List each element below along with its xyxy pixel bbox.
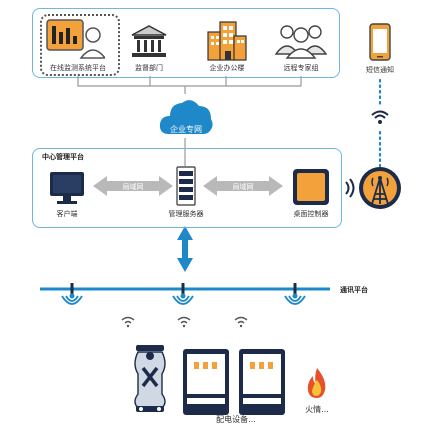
lan-arrow-left: [93, 176, 173, 196]
top-item-label-2: 企业办公楼: [209, 64, 245, 72]
lan-label-left: 局域网: [122, 183, 144, 191]
cloud-label: 企业专网: [170, 125, 202, 134]
center-title: 中心管理平台: [42, 153, 84, 161]
server-label: 管理服务器: [168, 210, 204, 218]
expert-group-icon[interactable]: [275, 22, 327, 60]
fire-icon: [307, 368, 326, 398]
government-building-icon[interactable]: [130, 24, 168, 60]
server-icon[interactable]: [176, 166, 196, 206]
sms-label: 短信通知: [366, 66, 394, 74]
desktop-controller-icon[interactable]: [292, 168, 330, 206]
client-monitor-icon[interactable]: [48, 170, 86, 206]
fire-label: 火情...: [305, 405, 329, 414]
lan-arrow-right: [203, 176, 283, 196]
wifi-icon-small-1: [121, 316, 135, 328]
selected-item-frame: [40, 14, 120, 76]
wifi-icon-small-3: [234, 316, 248, 328]
wifi-icon: [371, 110, 389, 124]
antenna-icon-2: [172, 293, 194, 305]
sensor-device-icon[interactable]: [132, 344, 168, 416]
office-building-icon[interactable]: [206, 20, 248, 62]
lan-label-right: 局域网: [232, 183, 254, 191]
top-item-label-0: 在线监测系统平台: [50, 64, 106, 72]
monitor-platform-icon[interactable]: [45, 18, 105, 60]
switch-cabinet-icon-1[interactable]: [182, 348, 230, 416]
equipment-label: 配电设备...: [216, 415, 256, 424]
top-item-label-1: 监督部门: [135, 64, 163, 72]
center-panel: [32, 148, 342, 228]
antenna-icon-3: [284, 293, 306, 305]
antenna-icon-1: [61, 293, 83, 305]
signal-arcs-icon: [345, 178, 355, 198]
switch-cabinet-icon-2[interactable]: [238, 348, 286, 416]
desktop-label: 桌面控制器: [293, 210, 329, 218]
client-label: 客户端: [56, 210, 78, 218]
top-panel: [32, 8, 340, 78]
cell-tower-icon[interactable]: [358, 166, 402, 210]
top-item-label-3: 远程专家组: [283, 64, 319, 72]
wifi-icon-small-2: [177, 316, 191, 328]
comm-platform-label: 通讯平台: [340, 286, 368, 294]
cloud-icon: [159, 100, 213, 134]
phone-icon[interactable]: [368, 22, 392, 62]
